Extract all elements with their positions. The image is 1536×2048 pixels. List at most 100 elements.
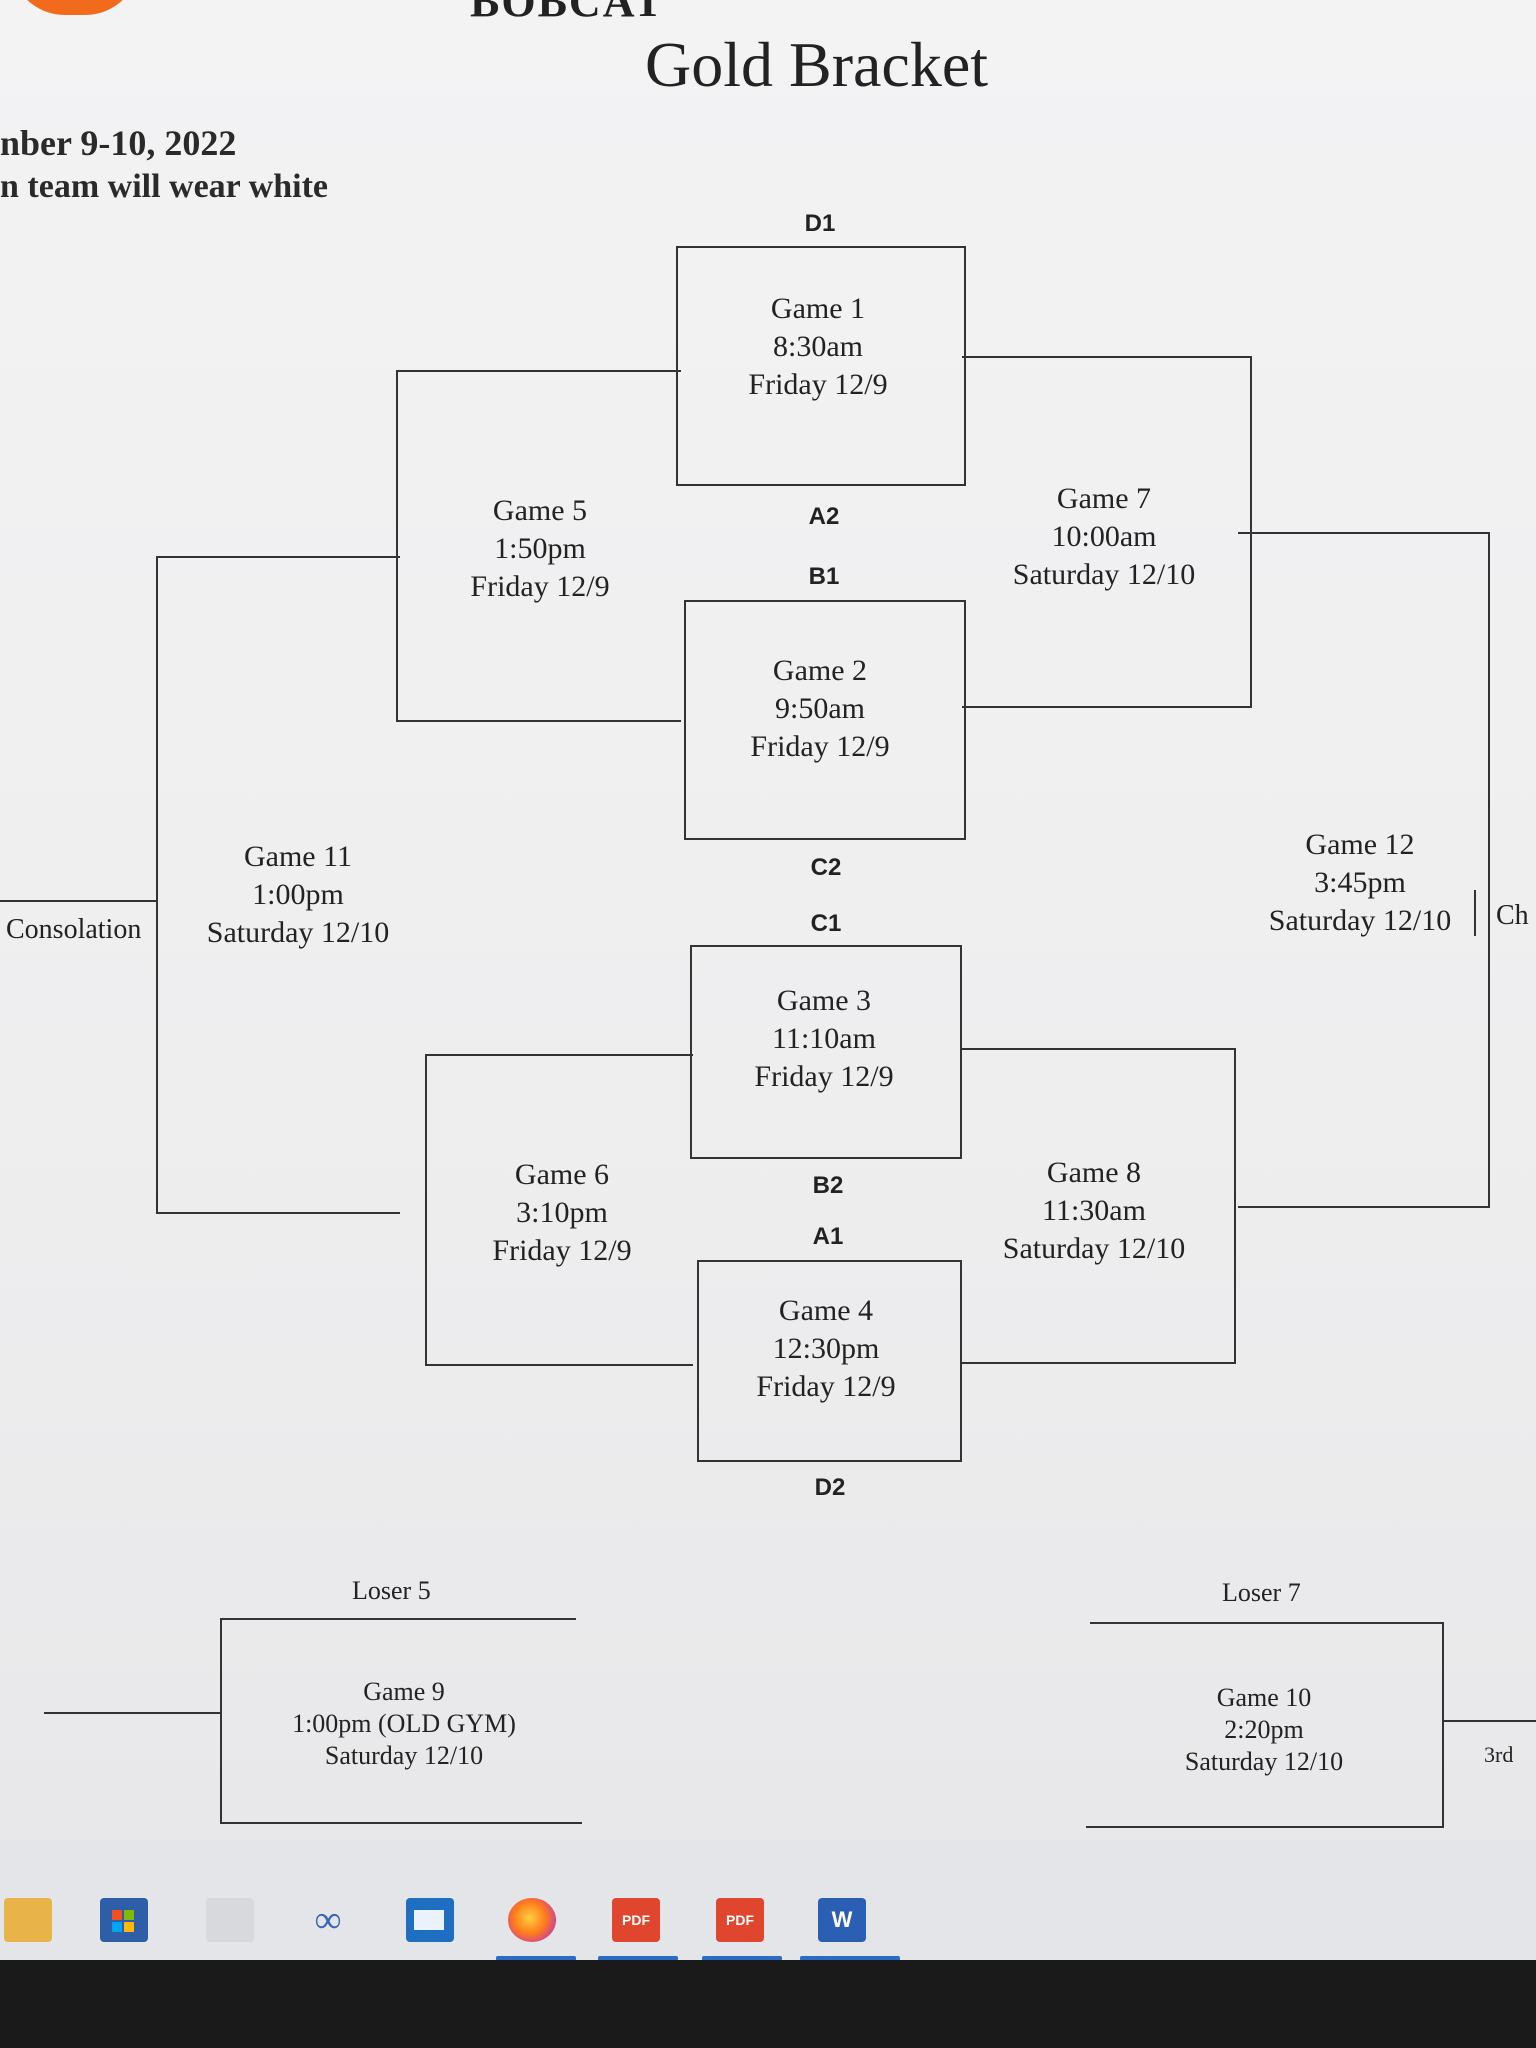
game-9-bottom: [220, 1822, 582, 1824]
game-2-name: Game 2: [772, 654, 868, 687]
game-12-box: [1238, 532, 1490, 1208]
game-7-day: Saturday 12/10: [1012, 558, 1196, 591]
game-11-name: Game 11: [243, 840, 353, 873]
game-2-text: Game 2 9:50am Friday 12/9: [750, 652, 889, 766]
game-4-box: [697, 1260, 962, 1462]
game-11-time: 1:00pm: [252, 878, 344, 911]
seed-c2: C2: [810, 854, 842, 881]
taskbar: [0, 1840, 1536, 1960]
game-9-time: 1:00pm (OLD GYM): [292, 1709, 516, 1738]
game-3-text: Game 3 11:10am Friday 12/9: [754, 982, 893, 1096]
game-6-day: Friday 12/9: [492, 1234, 632, 1267]
monitor-bezel: [0, 1960, 1536, 2048]
word-icon[interactable]: W: [818, 1898, 866, 1942]
game-10-day: Saturday 12/10: [1184, 1747, 1344, 1776]
game-3-box: [690, 945, 962, 1159]
game-6-name: Game 6: [514, 1158, 610, 1191]
champion-label: Ch: [1496, 900, 1529, 931]
game-9-name: Game 9: [363, 1677, 445, 1706]
seed-b1: B1: [808, 563, 840, 590]
game-8-text: Game 8 11:30am Saturday 12/10: [1003, 1154, 1185, 1268]
loser-7-line: [1090, 1622, 1444, 1624]
page-title: Gold Bracket: [645, 29, 988, 100]
pdf-icon[interactable]: PDF: [612, 1898, 660, 1942]
loser-5-label: Loser 5: [352, 1576, 431, 1605]
game-3-day: Friday 12/9: [754, 1060, 894, 1093]
game-12-text: Game 12 3:45pm Saturday 12/10: [1269, 826, 1451, 940]
game-1-name: Game 1: [770, 292, 866, 325]
loser-5-line: [220, 1618, 576, 1620]
game-10-time: 2:20pm: [1224, 1715, 1304, 1744]
seed-a2: A2: [808, 503, 840, 530]
game-12-day: Saturday 12/10: [1268, 904, 1452, 937]
game-9-day: Saturday 12/10: [324, 1741, 484, 1770]
game-5-time: 1:50pm: [494, 532, 586, 565]
game-8-name: Game 8: [1046, 1156, 1142, 1189]
consolation-label: Consolation: [6, 914, 142, 945]
pdf-active-indicator: [598, 1956, 678, 1961]
game-2-time: 9:50am: [774, 692, 865, 725]
game-10-name: Game 10: [1216, 1683, 1312, 1712]
game-5-box: [396, 370, 681, 722]
game-5-name: Game 5: [492, 494, 588, 527]
game-7-time: 10:00am: [1051, 520, 1157, 553]
date-line: nber 9-10, 2022: [0, 123, 237, 163]
third-place-label: 3rd: [1484, 1742, 1514, 1767]
game-8-day: Saturday 12/10: [1002, 1232, 1186, 1265]
mail-icon[interactable]: [406, 1898, 454, 1942]
pdf-icon-2[interactable]: PDF: [716, 1898, 764, 1942]
seed-b2: B2: [812, 1172, 844, 1199]
game-7-text: Game 7 10:00am Saturday 12/10: [1013, 480, 1195, 594]
seed-d1: D1: [804, 210, 836, 237]
word-active-indicator: [800, 1956, 900, 1961]
game-10-text: Game 10 2:20pm Saturday 12/10: [1185, 1682, 1343, 1778]
game-7-name: Game 7: [1056, 482, 1152, 515]
shield-icon[interactable]: [206, 1898, 254, 1942]
game-6-time: 3:10pm: [516, 1196, 608, 1229]
logo-fragment: [10, 0, 140, 15]
game-9-out-line: [44, 1712, 220, 1714]
game-6-box: [425, 1054, 693, 1366]
firefox-active-indicator: [496, 1956, 576, 1961]
champion-divider: [1474, 890, 1476, 936]
firefox-icon[interactable]: [508, 1898, 556, 1942]
document-page: BOBCAT Gold Bracket nber 9-10, 2022 n te…: [0, 0, 1536, 1840]
game-1-box: [676, 246, 966, 486]
game-10-out-line: [1442, 1720, 1536, 1722]
game-4-time: 12:30pm: [772, 1332, 880, 1365]
game-11-box: [156, 556, 400, 1214]
game-12-name: Game 12: [1305, 828, 1415, 861]
game-3-name: Game 3: [776, 984, 872, 1017]
game-4-text: Game 4 12:30pm Friday 12/9: [756, 1292, 895, 1406]
note-line: n team will wear white: [0, 168, 328, 205]
game-10-bottom: [1086, 1826, 1444, 1828]
game-4-day: Friday 12/9: [756, 1370, 896, 1403]
game-1-day: Friday 12/9: [748, 368, 888, 401]
infinity-icon[interactable]: ∞: [314, 1899, 342, 1941]
game-4-name: Game 4: [778, 1294, 874, 1327]
game-6-text: Game 6 3:10pm Friday 12/9: [492, 1156, 631, 1270]
seed-a1: A1: [812, 1223, 844, 1250]
game-9-text: Game 9 1:00pm (OLD GYM) Saturday 12/10: [292, 1676, 516, 1772]
loser-7-label: Loser 7: [1222, 1578, 1301, 1607]
game-11-text: Game 11 1:00pm Saturday 12/10: [207, 838, 389, 952]
game-8-time: 11:30am: [1042, 1194, 1146, 1227]
game-9-left: [220, 1618, 222, 1822]
cut-header: BOBCAT: [470, 0, 665, 26]
game-12-time: 3:45pm: [1314, 866, 1406, 899]
file-explorer-icon[interactable]: [4, 1898, 52, 1942]
pdf-active-indicator-2: [702, 1956, 782, 1961]
game-3-time: 11:10am: [772, 1022, 876, 1055]
game-10-right: [1442, 1622, 1444, 1828]
seed-c1: C1: [810, 910, 842, 937]
game-2-day: Friday 12/9: [750, 730, 890, 763]
game-5-text: Game 5 1:50pm Friday 12/9: [470, 492, 609, 606]
game-1-text: Game 1 8:30am Friday 12/9: [748, 290, 887, 404]
game-11-day: Saturday 12/10: [206, 916, 390, 949]
game-1-time: 8:30am: [772, 330, 863, 363]
game-2-box: [684, 600, 966, 840]
game-8-box: [962, 1048, 1236, 1364]
consolation-line: [0, 900, 158, 902]
game-5-day: Friday 12/9: [470, 570, 610, 603]
store-icon[interactable]: [100, 1898, 148, 1942]
